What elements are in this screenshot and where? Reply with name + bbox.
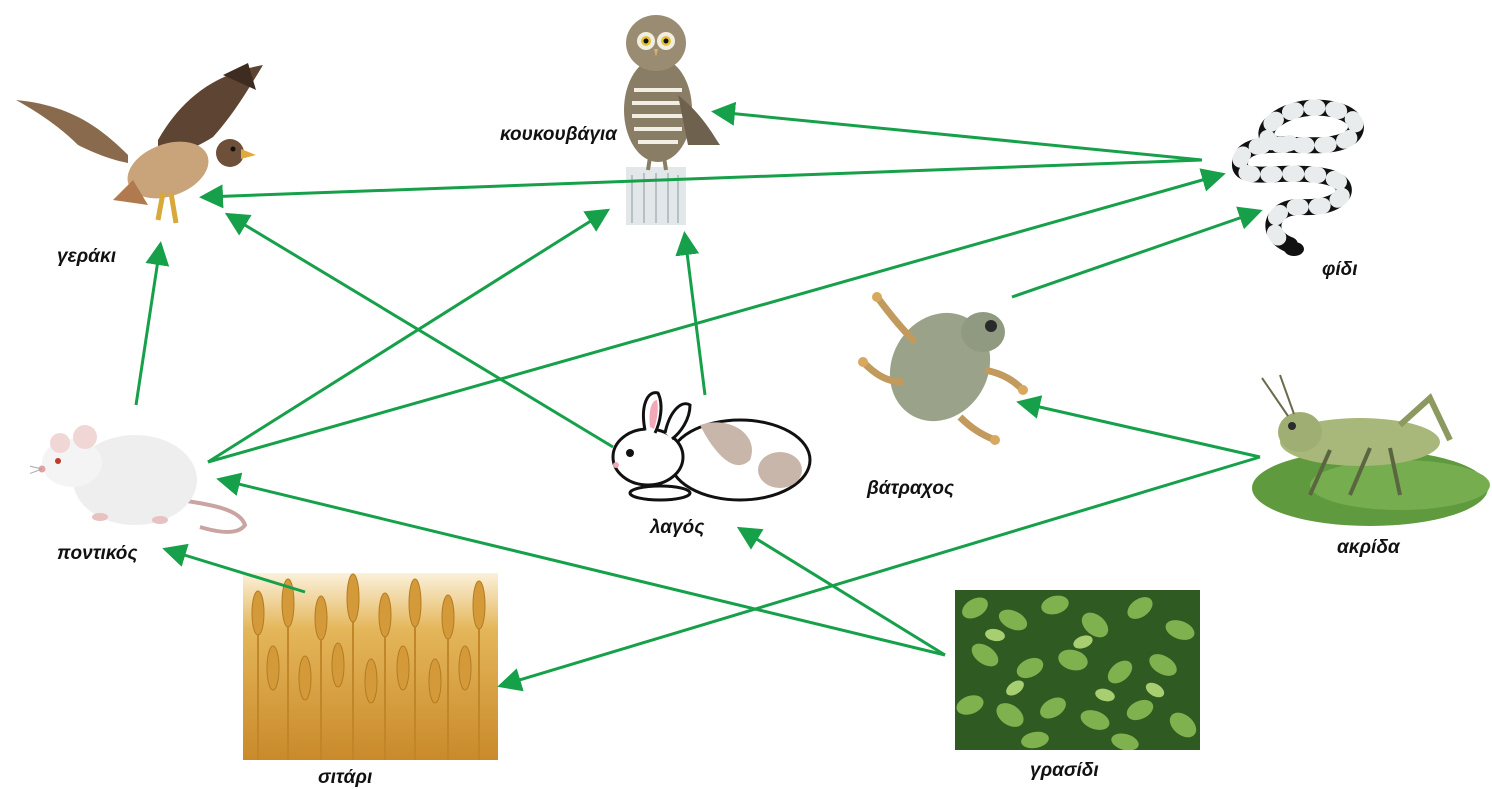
label-snake: φίδι: [1322, 259, 1358, 281]
rabbit-icon: [600, 385, 820, 510]
snake-image: [1208, 85, 1408, 273]
label-mouse: ποντικός: [57, 543, 138, 565]
arrow-grass-to-rabbit: [742, 530, 945, 655]
grasshopper-image: [1250, 370, 1492, 530]
rabbit-image: [600, 385, 820, 510]
arrow-mouse-to-owl: [208, 212, 605, 462]
grass-icon: [955, 590, 1200, 750]
owl-image: [608, 5, 726, 230]
arrow-rabbit-to-owl: [685, 237, 705, 395]
label-hawk: γεράκι: [57, 246, 116, 268]
hawk-icon: [8, 45, 273, 235]
label-frog: βάτραχος: [867, 478, 954, 500]
label-grasshopper: ακρίδα: [1337, 537, 1400, 559]
grass-image: [955, 590, 1200, 750]
frog-image: [855, 282, 1030, 452]
wheat-image: [243, 573, 498, 760]
hawk-image: [8, 45, 273, 235]
arrow-mouse-to-hawk: [136, 247, 160, 405]
wheat-icon: [243, 573, 498, 760]
label-rabbit: λαγός: [650, 517, 704, 539]
grasshopper-icon: [1250, 370, 1492, 530]
mouse-icon: [30, 405, 250, 540]
arrow-grasshopper-to-frog: [1022, 403, 1260, 457]
label-wheat: σιτάρι: [318, 767, 372, 789]
mouse-image: [30, 405, 250, 540]
owl-icon: [608, 5, 726, 230]
frog-icon: [855, 282, 1030, 452]
label-owl: κουκουβάγια: [500, 124, 617, 146]
label-grass: γρασίδι: [1030, 760, 1099, 782]
snake-icon: [1208, 85, 1408, 273]
arrow-rabbit-to-hawk: [230, 216, 613, 447]
arrow-snake-to-owl: [717, 112, 1202, 160]
